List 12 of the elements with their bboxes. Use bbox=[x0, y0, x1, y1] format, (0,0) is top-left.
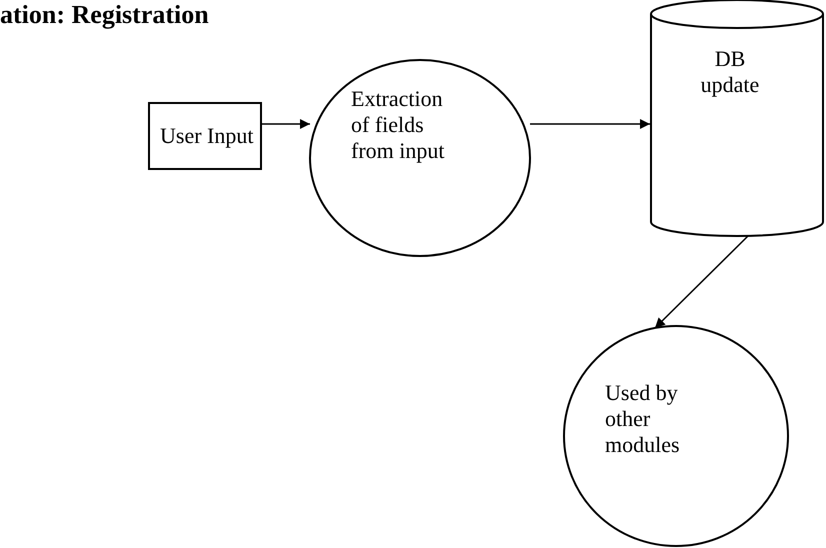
node-label: Used by other modules bbox=[605, 380, 681, 458]
arrow bbox=[654, 235, 749, 329]
node-label: Extraction of fields from input bbox=[351, 86, 446, 164]
arrow bbox=[530, 119, 650, 129]
input-box bbox=[148, 102, 262, 170]
process-circle bbox=[563, 325, 789, 547]
diagram-title: ation: Registration bbox=[0, 0, 209, 30]
database-cylinder bbox=[650, 0, 824, 236]
node-label: DB update bbox=[700, 46, 760, 98]
process-circle bbox=[309, 59, 531, 257]
node-label: User Input bbox=[160, 123, 254, 149]
arrow bbox=[262, 119, 310, 129]
